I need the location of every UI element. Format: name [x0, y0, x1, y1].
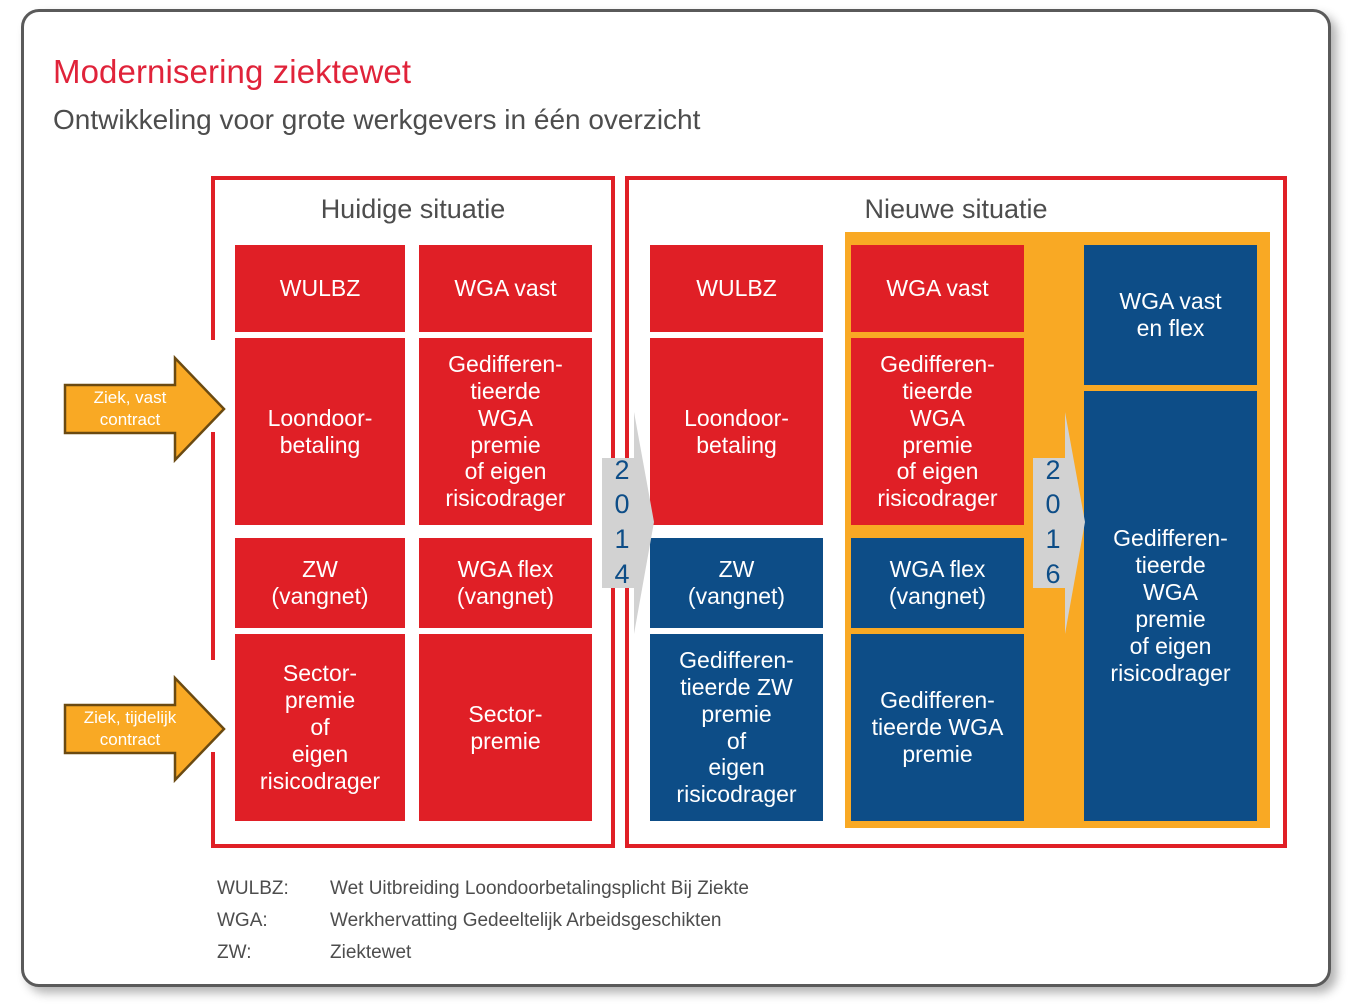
legend-row: WGA: Werkhervatting Gedeeltelijk Arbeids…: [217, 910, 749, 932]
legend-full: Werkhervatting Gedeeltelijk Arbeidsgesch…: [330, 910, 722, 931]
box-new-gediff-wga-premie: Gedifferen- tieerde WGA premie of eigen …: [851, 338, 1024, 525]
box-new-wga-vast-en-flex: WGA vast en flex: [1084, 245, 1257, 385]
box-new-gediff-wga-premie-total: Gedifferen- tieerde WGA premie of eigen …: [1084, 391, 1257, 821]
box-current-zw-vangnet: ZW (vangnet): [235, 538, 405, 628]
year-chevron-2014: 2 0 1 4: [600, 372, 656, 672]
arrow-ziek-tijdelijk-contract: Ziek, tijdelijk contract: [63, 675, 226, 783]
box-current-sectorpremie-eigen: Sector- premie of eigen risicodrager: [235, 634, 405, 821]
box-current-wga-vast: WGA vast: [419, 245, 592, 332]
box-current-loondoorbetaling: Loondoor- betaling: [235, 338, 405, 525]
box-current-wulbz: WULBZ: [235, 245, 405, 332]
arrow-ziek-vast-contract: Ziek, vast contract: [63, 355, 226, 463]
box-new-gediff-wga-premie-flex: Gedifferen- tieerde WGA premie: [851, 634, 1024, 821]
legend-abbr: WULBZ:: [217, 878, 289, 899]
legend-row: WULBZ: Wet Uitbreiding Loondoorbetalings…: [217, 878, 749, 900]
page-subtitle: Ontwikkeling voor grote werkgevers in éé…: [53, 104, 701, 135]
year-chevron-2016: 2 0 1 6: [1031, 372, 1087, 672]
box-current-sectorpremie: Sector- premie: [419, 634, 592, 821]
legend-full: Ziektewet: [330, 942, 412, 963]
legend: WULBZ: Wet Uitbreiding Loondoorbetalings…: [217, 878, 749, 974]
legend-full: Wet Uitbreiding Loondoorbetalingsplicht …: [330, 878, 749, 899]
caption-current-situation: Huidige situatie: [320, 194, 506, 224]
box-new-zw-vangnet: ZW (vangnet): [650, 538, 823, 628]
caption-new-situation: Nieuwe situatie: [864, 194, 1048, 224]
box-current-gediff-wga-premie: Gedifferen- tieerde WGA premie of eigen …: [419, 338, 592, 525]
box-current-wga-flex-vangnet: WGA flex (vangnet): [419, 538, 592, 628]
box-new-gediff-zw-premie: Gedifferen- tieerde ZW premie of eigen r…: [650, 634, 823, 821]
box-new-wga-vast: WGA vast: [851, 245, 1024, 332]
page-title: Modernisering ziektewet: [53, 53, 412, 90]
box-new-loondoorbetaling: Loondoor- betaling: [650, 338, 823, 525]
box-new-wga-flex-vangnet: WGA flex (vangnet): [851, 538, 1024, 628]
legend-abbr: WGA:: [217, 910, 268, 931]
legend-abbr: ZW:: [217, 942, 252, 963]
legend-row: ZW: Ziektewet: [217, 942, 749, 964]
box-new-wulbz: WULBZ: [650, 245, 823, 332]
